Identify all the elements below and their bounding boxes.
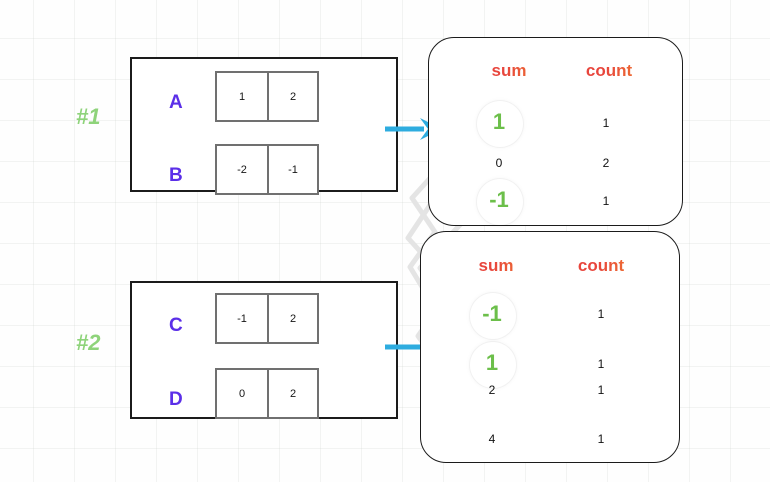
- panel-top-header-count: count: [569, 61, 649, 81]
- value-pair-a: 1 2: [215, 71, 319, 122]
- panel-top-sum-1: 0: [495, 156, 503, 170]
- cell-d-1: 2: [267, 370, 317, 417]
- value-pair-c: -1 2: [215, 293, 319, 344]
- cell-d-0: 0: [217, 370, 267, 417]
- panel-top-sum-0: 1: [492, 109, 506, 134]
- panel-bottom-sum-3: 4: [488, 432, 496, 446]
- panel-bottom-header-count: count: [561, 256, 641, 276]
- panel-bottom: sum count -1 1 1 1 2 1 4 1: [420, 231, 680, 463]
- highlight-circle-top-1: [476, 100, 524, 148]
- panel-bottom-count-0: 1: [597, 307, 605, 321]
- cell-c-0: -1: [217, 295, 267, 342]
- cell-a-1: 2: [267, 73, 317, 120]
- row-label-a: A: [169, 92, 183, 113]
- row-label-b: B: [169, 165, 183, 186]
- group-tag-1: #1: [76, 104, 101, 129]
- value-pair-b: -2 -1: [215, 144, 319, 195]
- panel-bottom-sum-2: 2: [488, 383, 496, 397]
- cell-a-0: 1: [217, 73, 267, 120]
- panel-bottom-sum-0: -1: [482, 301, 502, 326]
- panel-bottom-sum-1: 1: [485, 350, 499, 375]
- highlight-circle-top-2: [476, 178, 524, 226]
- panel-top-header-sum: sum: [469, 61, 549, 81]
- group-tag-2: #2: [76, 330, 101, 355]
- panel-top-count-1: 2: [602, 156, 610, 170]
- cell-b-0: -2: [217, 146, 267, 193]
- panel-top: sum count 1 1 0 2 -1 1: [428, 37, 683, 226]
- row-label-c: C: [169, 315, 183, 336]
- panel-bottom-count-3: 1: [597, 432, 605, 446]
- panel-bottom-count-1: 1: [597, 357, 605, 371]
- cell-b-1: -1: [267, 146, 317, 193]
- panel-top-sum-2: -1: [489, 187, 509, 212]
- row-label-d: D: [169, 389, 183, 410]
- panel-bottom-header-sum: sum: [456, 256, 536, 276]
- highlight-circle-bottom-2: [469, 341, 517, 389]
- panel-top-count-0: 1: [602, 116, 610, 130]
- highlight-circle-bottom-1: [469, 292, 517, 340]
- input-box-group-2: C -1 2 D 0 2: [130, 281, 398, 419]
- panel-bottom-count-2: 1: [597, 383, 605, 397]
- input-box-group-1: A 1 2 B -2 -1: [130, 57, 398, 195]
- cell-c-1: 2: [267, 295, 317, 342]
- panel-top-count-2: 1: [602, 194, 610, 208]
- value-pair-d: 0 2: [215, 368, 319, 419]
